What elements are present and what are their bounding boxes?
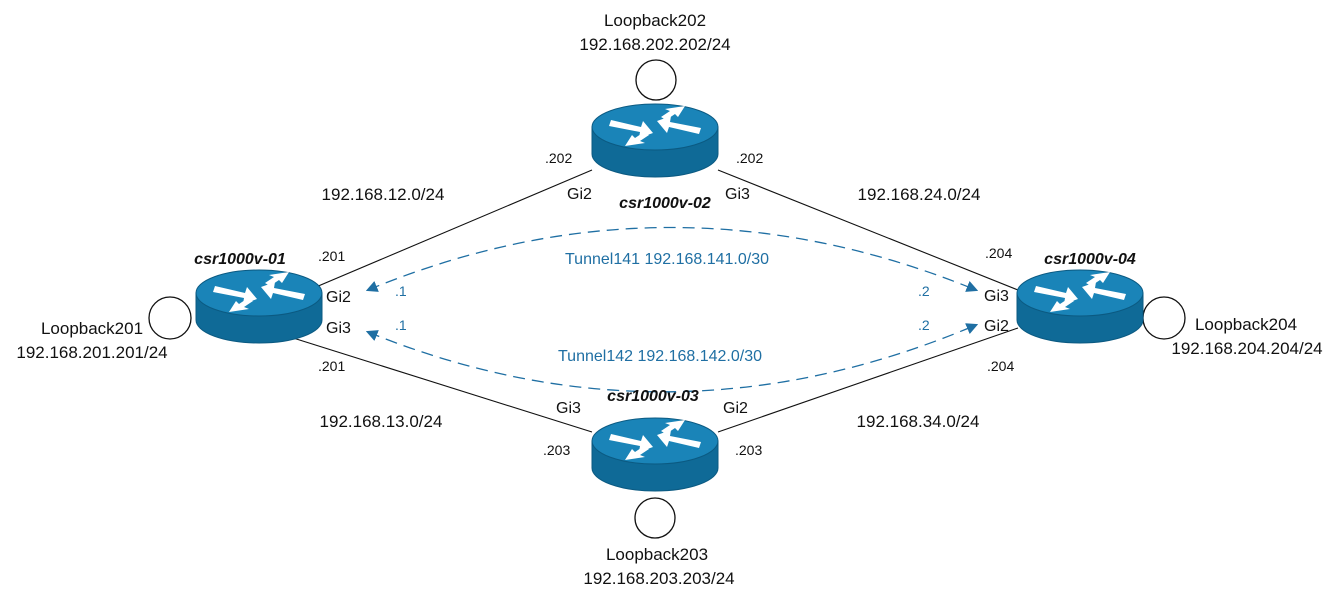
tunnel141-path [365,226,979,292]
r01-name: csr1000v-01 [194,251,286,268]
r02-gi2-ip: .202 [545,150,572,166]
router-icon[interactable] [1016,269,1144,344]
r01-gi3-ip: .201 [318,358,345,374]
link-r02-r04 [717,169,1019,291]
r02-gi3-ip: .202 [736,150,763,166]
loopback-circle-icon [1142,296,1186,340]
r04-gi2-label: Gi2 [984,318,1009,335]
subnet-r01-r02: 192.168.12.0/24 [322,185,445,204]
r01-gi2-ip: .201 [318,248,345,264]
r04-name: csr1000v-04 [1044,251,1136,268]
r02-name: csr1000v-02 [619,195,711,212]
loopback-circle-icon [635,59,677,101]
router-icon[interactable] [591,103,719,178]
r04-tunnel141-ip: .2 [918,283,930,299]
r02-loopback-label: Loopback202 [604,11,706,30]
r03-name: csr1000v-03 [607,388,699,405]
r01-gi2-label: Gi2 [326,289,351,306]
r03-loopback-ip: 192.168.203.203/24 [583,569,734,588]
tunnel142-label: Tunnel142 192.168.142.0/30 [558,348,762,365]
loopback-circle-icon [634,497,676,539]
link-r03-r04 [717,327,1019,433]
r03-gi2-ip: .203 [735,442,762,458]
r02-gi3-label: Gi3 [725,186,750,203]
r04-gi2-ip: .204 [987,358,1014,374]
r01-loopback-label: Loopback201 [41,319,143,338]
tunnel141-label: Tunnel141 192.168.141.0/30 [565,251,769,268]
r01-gi3-label: Gi3 [326,320,351,337]
r01-tunnel142-ip: .1 [395,317,407,333]
router-icon[interactable] [195,269,323,344]
r04-gi3-ip: .204 [985,245,1012,261]
r04-loopback-label: Loopback204 [1195,315,1297,334]
r03-gi3-label: Gi3 [556,400,581,417]
r04-loopback-ip: 192.168.204.204/24 [1171,339,1322,358]
r03-gi3-ip: .203 [543,442,570,458]
r02-gi2-label: Gi2 [567,186,592,203]
subnet-r01-r03: 192.168.13.0/24 [320,412,443,431]
r01-tunnel141-ip: .1 [395,283,407,299]
link-r01-r02 [289,169,593,299]
link-r01-r03 [289,336,593,433]
subnet-r03-r04: 192.168.34.0/24 [857,412,980,431]
subnet-r02-r04: 192.168.24.0/24 [858,185,981,204]
tunnel142-path [365,323,979,393]
r02-loopback-ip: 192.168.202.202/24 [579,35,730,54]
r03-loopback-label: Loopback203 [606,545,708,564]
r04-gi3-label: Gi3 [984,288,1009,305]
r01-loopback-ip: 192.168.201.201/24 [16,343,167,362]
r03-gi2-label: Gi2 [723,400,748,417]
r04-tunnel142-ip: .2 [918,317,930,333]
router-icon[interactable] [591,417,719,492]
loopback-circle-icon [148,296,192,340]
